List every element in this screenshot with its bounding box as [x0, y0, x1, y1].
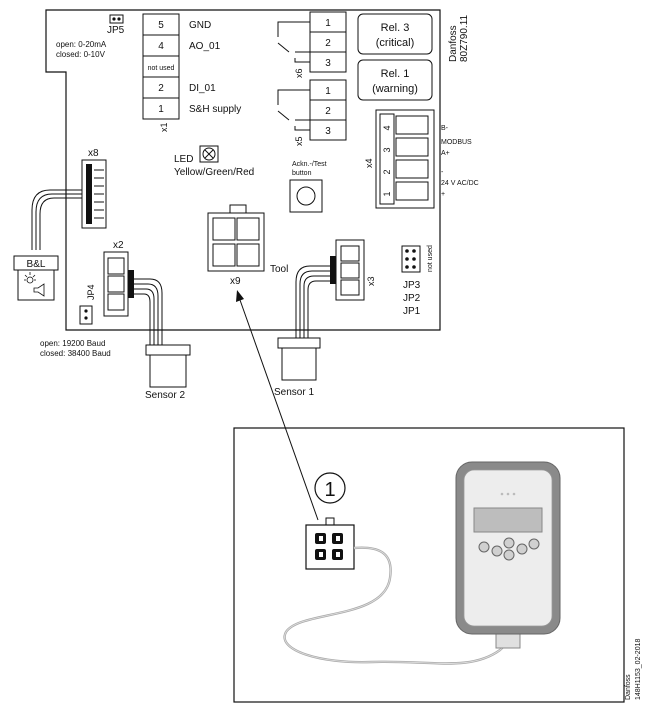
x6-terminal-block: 1 2 3 x6	[277, 11, 347, 78]
x4-pin-3: 3	[382, 147, 392, 152]
relay-1-box: Rel. 1 (warning)	[357, 59, 433, 101]
callout-1: 1	[314, 472, 346, 504]
x5-pin-1: 1	[325, 86, 331, 97]
horn-icon	[33, 283, 45, 297]
x4-pin-4: 4	[382, 125, 392, 130]
sensor-2: Sensor 2	[145, 344, 191, 401]
x6-pin-1: 1	[325, 18, 331, 29]
led-label: LED	[174, 154, 193, 165]
tool-keypad-icon	[478, 537, 540, 561]
ackn-label: Ackn.-/Test	[292, 161, 327, 168]
jp5-open-text: open: 0-20mA	[56, 40, 107, 49]
x5-label: x5	[294, 136, 304, 146]
sensor-2-cable	[134, 278, 163, 345]
jp4-jumper: JP4	[79, 284, 96, 325]
x4-b-minus: B-	[441, 125, 449, 132]
x1-terminal-block: 5 4 not used 2 1 GND AO_01 DI_01 S&H sup…	[142, 13, 241, 132]
x1-name-ao01: AO_01	[189, 41, 221, 52]
sensor-1-cable	[295, 265, 330, 338]
x2-label: x2	[113, 240, 124, 251]
x3-label: x3	[366, 276, 376, 286]
jp4-label: JP4	[86, 284, 96, 300]
jp-not-used: not used	[427, 245, 434, 272]
board-code-text: 80Z790.11	[459, 14, 470, 62]
connection-arrow	[236, 290, 319, 521]
x4-minus: -	[441, 169, 444, 176]
jp5-closed-text: closed: 0-10V	[56, 50, 106, 59]
led-colors: Yellow/Green/Red	[174, 167, 254, 178]
x4-terminal-block: 4 3 2 1 x4 B- MODBUS A+ - 24 V AC/DC +	[364, 109, 479, 209]
x1-pin-5: 5	[158, 20, 164, 31]
tool-display-icon	[473, 507, 543, 533]
x4-a-plus: A+	[441, 150, 450, 157]
x6-label: x6	[294, 68, 304, 78]
led-indicator: LED Yellow/Green/Red	[174, 145, 254, 178]
x8-label: x8	[88, 148, 99, 159]
x5-terminal-block: 1 2 3 x5	[277, 79, 347, 146]
x3-connector: x3	[330, 239, 376, 301]
x4-pin-1: 1	[382, 191, 392, 196]
x5-pin-2: 2	[325, 106, 331, 117]
light-icon	[24, 272, 36, 284]
x4-plus: +	[441, 191, 445, 198]
sensor-2-label: Sensor 2	[145, 390, 185, 401]
tool-label: Tool	[270, 264, 288, 275]
indicator-dots-icon	[500, 492, 516, 496]
handheld-service-tool	[455, 461, 561, 649]
relay-3-label: Rel. 3	[381, 22, 410, 34]
x1-pin-not-used: not used	[148, 65, 175, 72]
x1-pin-1: 1	[158, 104, 164, 115]
inset-frame	[233, 427, 625, 703]
ackn-sub: button	[292, 170, 312, 177]
x1-label: x1	[159, 122, 169, 132]
bl-device: B&L	[13, 255, 59, 301]
x1-name-sh-supply: S&H supply	[189, 104, 241, 115]
bl-label: B&L	[27, 259, 46, 270]
sensor-1-label: Sensor 1	[274, 387, 314, 398]
x4-label: x4	[364, 158, 374, 168]
x9-tool-connector: x9 Tool	[207, 204, 288, 287]
relay-1-label: Rel. 1	[381, 68, 410, 80]
relay-1-sub: (warning)	[372, 83, 418, 95]
x4-modbus: MODBUS	[441, 139, 472, 146]
x5-pin-3: 3	[325, 126, 331, 137]
service-tool-plug	[305, 517, 355, 570]
relay-3-box: Rel. 3 (critical)	[357, 13, 433, 55]
x6-relay-switch	[277, 21, 310, 63]
pcb-outline	[45, 9, 441, 331]
jp2-label: JP2	[403, 293, 421, 304]
x4-supply: 24 V AC/DC	[441, 180, 479, 187]
x1-name-di01: DI_01	[189, 83, 216, 94]
x2-connector: x2	[103, 240, 134, 317]
x8-connector: x8	[81, 148, 107, 229]
sensor-1: Sensor 1	[274, 337, 321, 398]
baud-open-text: open: 19200 Baud	[40, 339, 105, 348]
ackn-test-button: Ackn.-/Test button	[289, 161, 327, 213]
x5-relay-switch	[277, 89, 310, 131]
jp-jumper-group: not used JP3 JP2 JP1	[401, 245, 434, 317]
bl-cable	[31, 189, 82, 250]
jp3-label: JP3	[403, 280, 421, 291]
doc-ref-code: 148H1153_02-2018	[635, 639, 642, 700]
danfoss-board-text: Danfoss	[448, 25, 459, 62]
jp5-jumper: JP5 open: 0-20mA closed: 0-10V	[56, 14, 125, 59]
x6-pin-3: 3	[325, 58, 331, 69]
relay-3-sub: (critical)	[376, 37, 415, 49]
callout-1-number: 1	[324, 479, 335, 501]
x6-pin-2: 2	[325, 38, 331, 49]
x1-name-gnd: GND	[189, 20, 211, 31]
jp5-label: JP5	[107, 25, 125, 36]
jp1-label: JP1	[403, 306, 421, 317]
x4-pin-2: 2	[382, 169, 392, 174]
x9-label: x9	[230, 276, 241, 287]
x1-pin-2: 2	[158, 83, 164, 94]
x1-pin-4: 4	[158, 41, 164, 52]
doc-ref-danfoss: Danfoss	[625, 674, 632, 700]
baud-closed-text: closed: 38400 Baud	[40, 349, 111, 358]
